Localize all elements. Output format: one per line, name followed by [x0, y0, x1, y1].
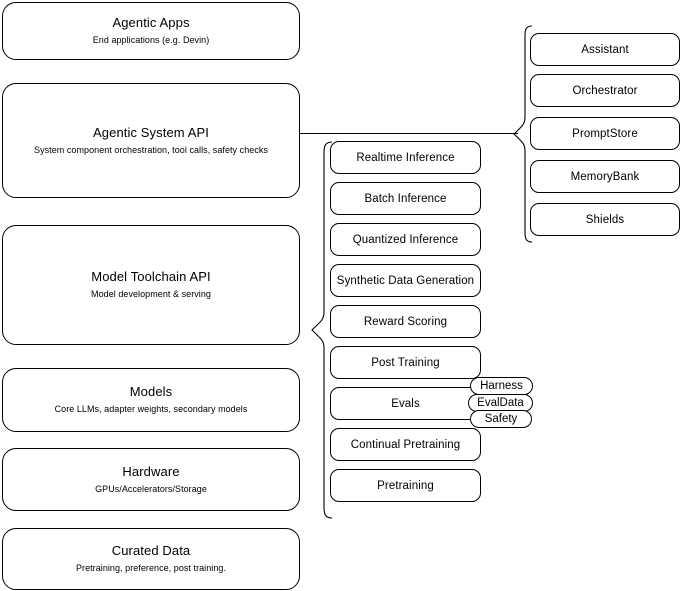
- capability-reward-scoring[interactable]: Reward Scoring: [330, 305, 481, 338]
- capability-batch-inference[interactable]: Batch Inference: [330, 182, 481, 215]
- connector-line-agentic-system: [300, 133, 518, 134]
- capability-label: Reward Scoring: [363, 315, 448, 328]
- capability-synthetic-data-generation[interactable]: Synthetic Data Generation: [330, 264, 481, 297]
- capability-label: Realtime Inference: [356, 151, 455, 164]
- layer-model-toolchain-api[interactable]: Model Toolchain API Model development & …: [2, 225, 300, 345]
- layer-hardware[interactable]: Hardware GPUs/Accelerators/Storage: [2, 448, 300, 511]
- capability-label: Synthetic Data Generation: [336, 274, 475, 287]
- capability-label: Evals: [391, 397, 420, 410]
- brace-agentic-system: [513, 25, 533, 243]
- brace-model-toolchain: [311, 141, 333, 519]
- component-label: PromptStore: [572, 127, 638, 140]
- component-memorybank[interactable]: MemoryBank: [530, 160, 680, 193]
- capability-evals[interactable]: Evals: [330, 387, 481, 420]
- component-label: Shields: [585, 213, 625, 226]
- capability-pretraining[interactable]: Pretraining: [330, 469, 481, 502]
- capability-label: Batch Inference: [364, 192, 447, 205]
- layer-title: Agentic Apps: [112, 15, 190, 30]
- eval-tag-label: EvalData: [477, 397, 524, 409]
- capability-quantized-inference[interactable]: Quantized Inference: [330, 223, 481, 256]
- layer-curated-data[interactable]: Curated Data Pretraining, preference, po…: [2, 528, 300, 590]
- layer-title: Model Toolchain API: [91, 269, 211, 284]
- capability-label: Pretraining: [377, 479, 434, 492]
- capability-post-training[interactable]: Post Training: [330, 346, 481, 379]
- layer-models[interactable]: Models Core LLMs, adapter weights, secon…: [2, 368, 300, 432]
- capability-realtime-inference[interactable]: Realtime Inference: [330, 141, 481, 174]
- layer-agentic-apps[interactable]: Agentic Apps End applications (e.g. Devi…: [2, 2, 300, 60]
- component-label: Orchestrator: [572, 84, 638, 97]
- component-shields[interactable]: Shields: [530, 203, 680, 236]
- eval-tag-label: Safety: [484, 413, 518, 425]
- layer-agentic-system-api[interactable]: Agentic System API System component orch…: [2, 83, 300, 198]
- component-promptstore[interactable]: PromptStore: [530, 117, 680, 150]
- eval-tag-harness[interactable]: Harness: [470, 377, 533, 395]
- layer-subtitle: Model development & serving: [91, 289, 211, 299]
- layer-title: Agentic System API: [93, 124, 209, 140]
- layer-title: Hardware: [122, 463, 180, 479]
- component-label: Assistant: [581, 43, 629, 56]
- capability-label: Quantized Inference: [352, 233, 459, 246]
- capability-label: Post Training: [371, 356, 440, 369]
- capability-continual-pretraining[interactable]: Continual Pretraining: [330, 428, 481, 461]
- eval-tag-safety[interactable]: Safety: [470, 410, 532, 428]
- layer-subtitle: System component orchestration, tool cal…: [34, 144, 268, 155]
- layer-subtitle: GPUs/Accelerators/Storage: [95, 483, 207, 494]
- eval-tag-label: Harness: [480, 380, 523, 392]
- layer-title: Models: [129, 384, 173, 399]
- layer-title: Curated Data: [111, 543, 191, 558]
- layer-subtitle: Core LLMs, adapter weights, secondary mo…: [54, 404, 248, 414]
- component-orchestrator[interactable]: Orchestrator: [530, 74, 680, 107]
- layer-subtitle: Pretraining, preference, post training.: [75, 563, 227, 573]
- component-label: MemoryBank: [570, 170, 640, 183]
- capability-label: Continual Pretraining: [350, 438, 461, 451]
- component-assistant[interactable]: Assistant: [530, 33, 680, 66]
- layer-subtitle: End applications (e.g. Devin): [92, 35, 210, 45]
